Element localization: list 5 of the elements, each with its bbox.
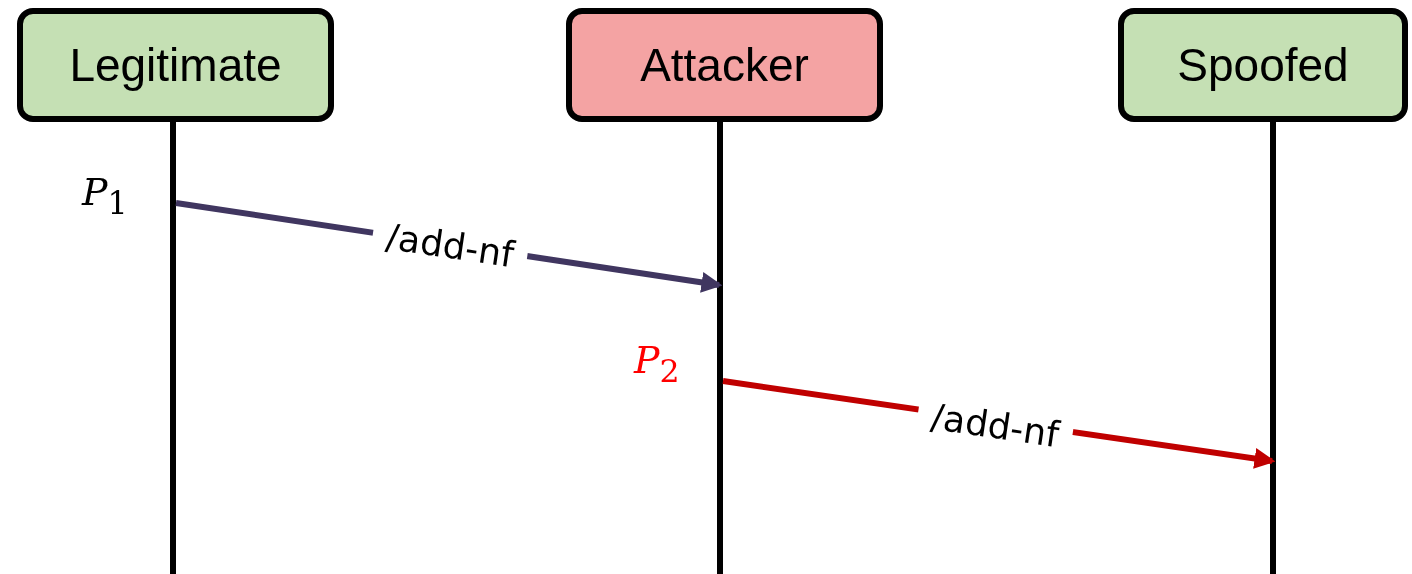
participant-box: Spoofed <box>1118 8 1408 122</box>
message-label: P$_{1}$ <box>82 170 128 221</box>
participant-box: Attacker <box>566 8 883 122</box>
message-label: P$_{2}$ <box>634 338 680 389</box>
participant-box: Legitimate <box>17 8 334 122</box>
